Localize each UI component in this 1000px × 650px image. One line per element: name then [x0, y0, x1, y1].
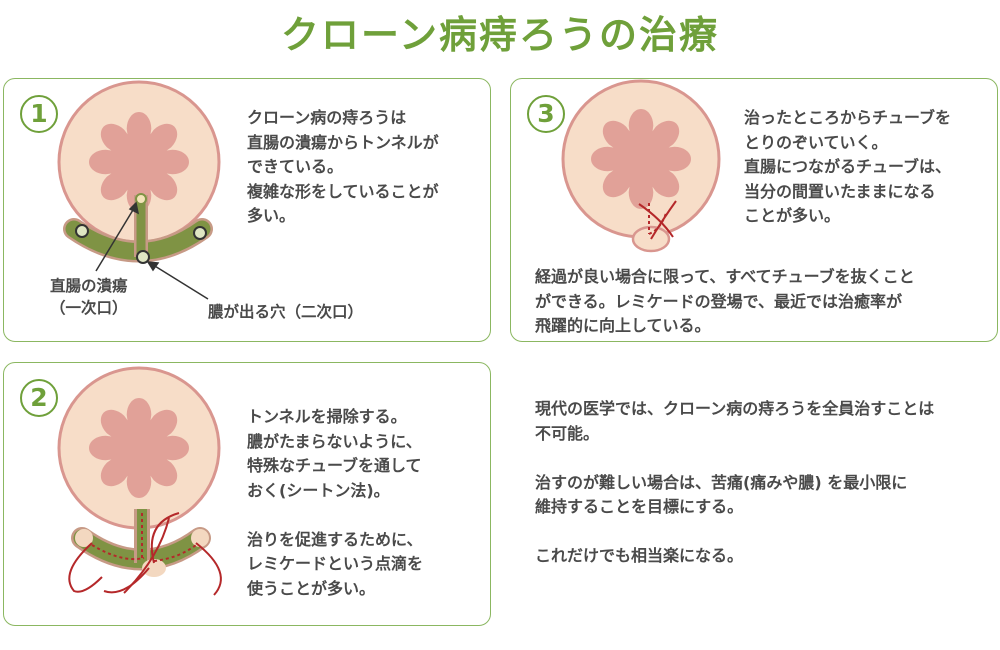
rectal-lumen	[591, 109, 691, 209]
fistula-tunnel	[63, 195, 213, 263]
panel-step-1: 1 クローン病の痔ろうは 直腸の潰瘍からトンネルが できている。 複雑な形をして…	[3, 78, 491, 342]
secondary-opening-label: 膿が出る穴（二次口）	[208, 303, 364, 321]
panel-step-3: 3 治ったところからチューブを とりのぞいていく。 直腸につながるチューブは、 …	[510, 78, 998, 342]
primary-opening-label: 直腸の潰瘍 （一次口）	[50, 277, 128, 317]
step-number-badge: 1	[20, 95, 58, 133]
step-3-description: 治ったところからチューブを とりのぞいていく。 直腸につながるチューブは、 当分…	[744, 108, 952, 225]
step-3-outcome: 経過が良い場合に限って、すべてチューブを抜くこと ができる。レミケードの登場で、…	[535, 267, 915, 335]
rectal-lumen	[89, 112, 189, 212]
remaining-seton	[638, 200, 677, 240]
tube-removal-diagram	[561, 79, 721, 253]
rectum-illustration	[57, 80, 221, 244]
cleaned-tunnel	[71, 509, 211, 577]
seton-diagram	[57, 366, 222, 596]
step-number-badge: 2	[20, 379, 58, 417]
step-2-description: トンネルを掃除する。 膿がたまらないように、 特殊なチューブを通して おく(シー…	[247, 407, 424, 598]
fistula-diagram	[57, 80, 221, 300]
label-pointer-lines	[95, 201, 209, 300]
rectal-lumen	[89, 398, 189, 498]
step-1-description: クローン病の痔ろうは 直腸の潰瘍からトンネルが できている。 複雑な形をしている…	[247, 108, 439, 225]
seton-tubes	[68, 512, 222, 596]
closing-note: 現代の医学では、クローン病の痔ろうを全員治すことは 不可能。 治すのが難しい場合…	[535, 399, 935, 565]
secondary-openings	[75, 224, 207, 264]
step-number-badge: 3	[527, 95, 565, 133]
page-title: クローン病痔ろうの治療	[280, 13, 720, 57]
panel-step-2: 2 トンネルを掃除する。 膿がたまらないように、 特殊なチューブを通して おく(…	[3, 362, 491, 626]
primary-opening	[135, 193, 147, 205]
